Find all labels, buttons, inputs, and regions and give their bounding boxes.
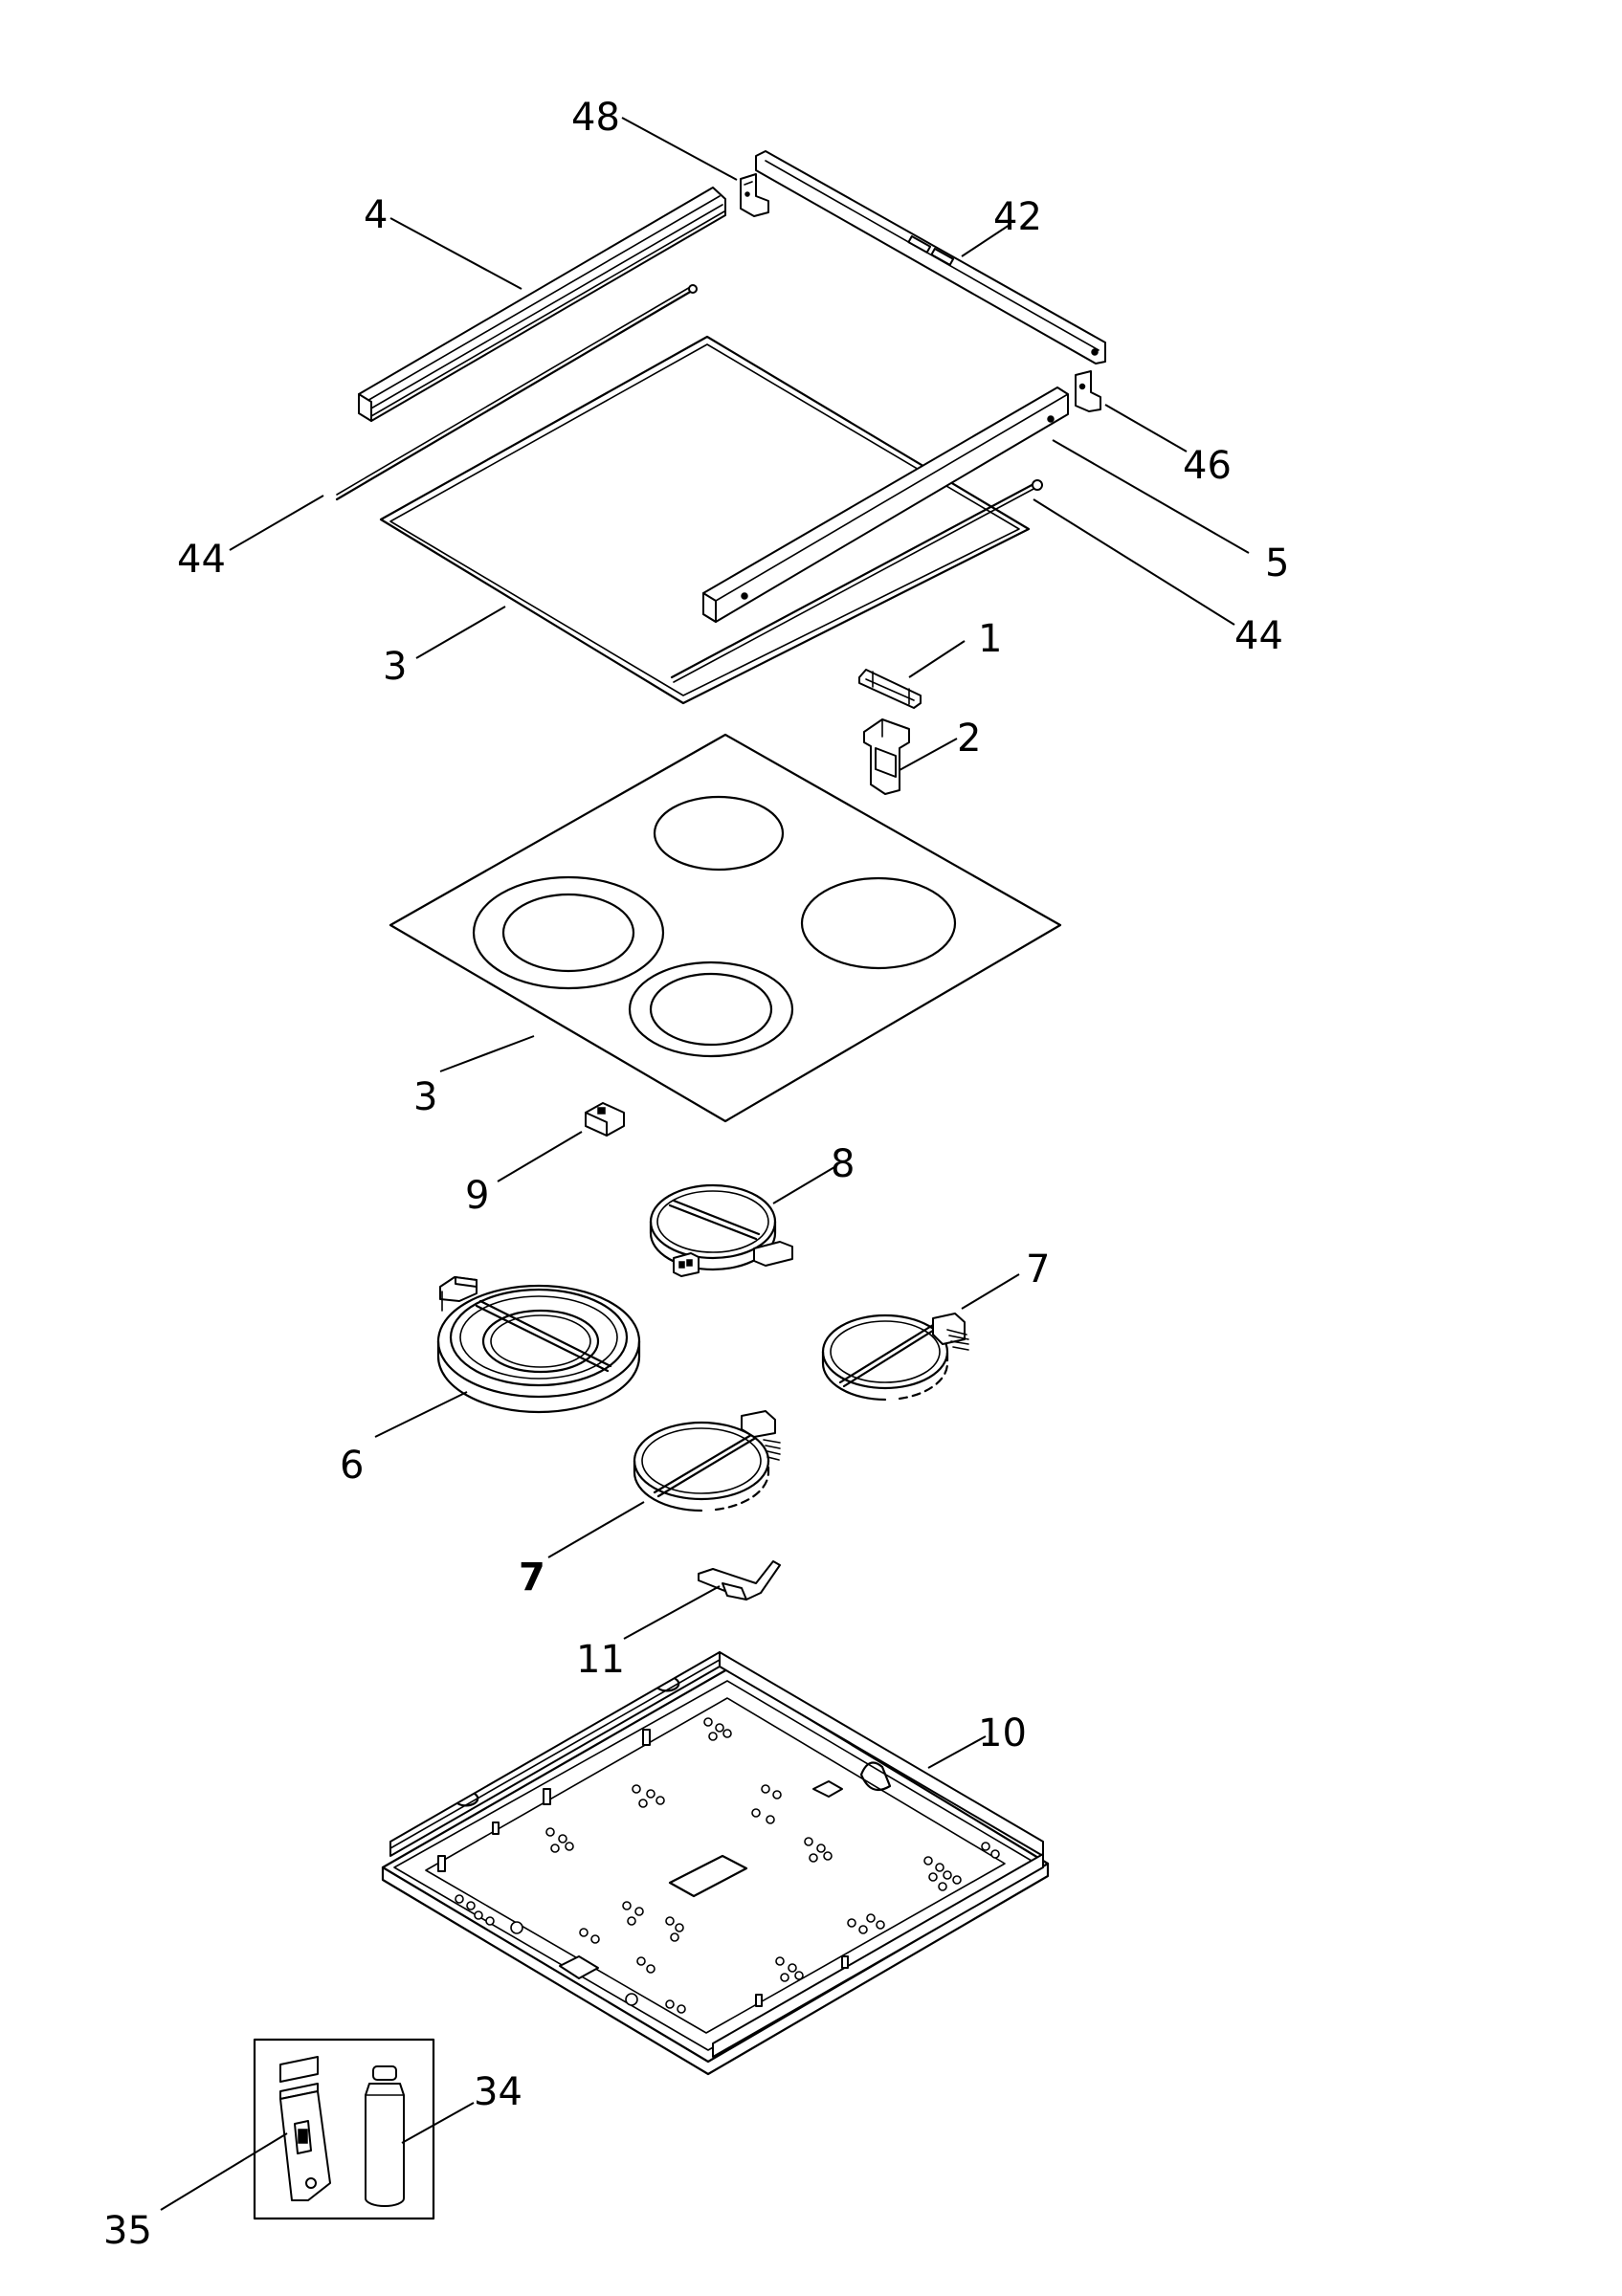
- label-10: 10: [978, 1711, 1027, 1755]
- part-11-clip: [698, 1560, 781, 1601]
- part-9-terminal-block: [585, 1102, 625, 1137]
- label-46: 46: [1183, 444, 1232, 488]
- part-1-clip: [858, 669, 922, 709]
- label-44-left: 44: [177, 538, 226, 582]
- label-7-lower: 7: [519, 1556, 545, 1600]
- part-46-bracket: [1075, 370, 1101, 412]
- label-35: 35: [103, 2209, 152, 2253]
- label-4: 4: [364, 193, 388, 237]
- part-42-rear-trim: [755, 150, 1106, 364]
- callout-labels: 48 42 4 46 5 44 44 3 1 2 3 9 8 7 6 7 11 …: [103, 96, 1289, 2253]
- leader-lines: [160, 117, 1250, 2211]
- label-3-lower: 3: [413, 1075, 437, 1119]
- part-44-left-rod: [335, 284, 698, 501]
- label-44-right: 44: [1234, 614, 1283, 658]
- label-42: 42: [993, 195, 1042, 239]
- part-10-base-tray: [381, 1651, 1050, 2076]
- part-4-left-trim-strip: [358, 187, 726, 422]
- part-7-right-heating-element: [821, 1313, 969, 1402]
- part-2-holder: [863, 718, 910, 795]
- label-34: 34: [474, 2070, 522, 2114]
- accessory-kit-box: [253, 2038, 435, 2220]
- part-35-scraper: [279, 2056, 331, 2201]
- part-5-right-trim: [702, 386, 1069, 623]
- base-tray-holes: [455, 1717, 1000, 2014]
- label-48: 48: [571, 96, 620, 140]
- part-3-gasket-frame: [379, 335, 1031, 705]
- part-44-right-rod: [670, 479, 1043, 683]
- label-11: 11: [576, 1638, 625, 1682]
- part-48-bracket: [740, 173, 769, 217]
- part-6-large-heating-element: [436, 1276, 641, 1414]
- label-2: 2: [957, 717, 981, 761]
- label-6: 6: [340, 1444, 364, 1488]
- label-8: 8: [831, 1142, 855, 1186]
- part-8-small-heating-element: [649, 1183, 793, 1277]
- label-9: 9: [465, 1174, 489, 1218]
- label-5: 5: [1265, 541, 1289, 585]
- part-3-glass-cooktop: [389, 733, 1062, 1123]
- label-3-upper: 3: [383, 645, 407, 689]
- label-7-right: 7: [1026, 1247, 1050, 1292]
- part-34-cleaner-bottle: [365, 2065, 405, 2207]
- label-1: 1: [978, 617, 1002, 661]
- part-7-lower-heating-element: [633, 1410, 781, 1512]
